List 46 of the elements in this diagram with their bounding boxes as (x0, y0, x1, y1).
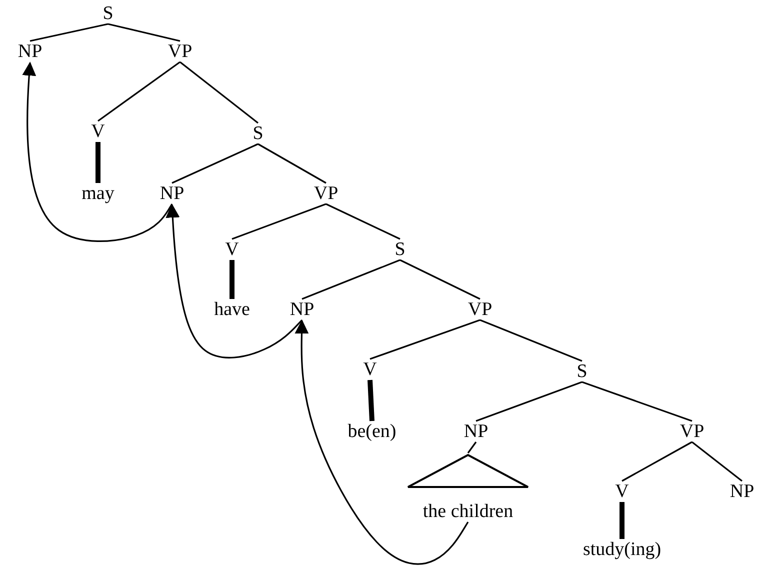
branch-line (180, 61, 258, 124)
branch-line (368, 380, 374, 422)
branch-line (400, 259, 480, 300)
word-label: study(ing) (582, 540, 662, 559)
branch-line (326, 203, 400, 240)
branch-line (232, 203, 326, 240)
category-label: VP (680, 422, 704, 441)
branch-line (98, 61, 180, 122)
movement-arrow (166, 204, 303, 358)
category-label: S (394, 240, 406, 259)
category-label: V (615, 482, 629, 501)
category-label: S (252, 124, 264, 143)
category-label: VP (468, 300, 492, 319)
category-label: VP (314, 184, 338, 203)
movement-arrow (294, 320, 469, 565)
triangle-phrase: the children (406, 454, 530, 521)
movement-arrow (22, 62, 173, 242)
branch-line (620, 502, 624, 539)
word-label: be(en) (348, 422, 396, 441)
branch-line (480, 319, 582, 362)
branch-line (230, 260, 234, 299)
category-label: S (102, 4, 114, 23)
branch-line (258, 143, 326, 184)
branch-line (302, 259, 400, 300)
category-label: S (576, 362, 588, 381)
branch-line (370, 319, 480, 360)
branch-line (96, 142, 100, 183)
branch-line (30, 23, 108, 42)
category-label: VP (168, 42, 192, 61)
branch-line (108, 23, 180, 42)
category-label: NP (290, 300, 314, 319)
category-label: NP (18, 42, 42, 61)
category-label: V (363, 360, 377, 379)
branch-line (582, 381, 692, 422)
branch-line (467, 442, 477, 454)
branch-line (476, 381, 582, 422)
category-label: V (225, 240, 239, 259)
category-label: NP (730, 482, 754, 501)
word-label: have (214, 300, 250, 319)
category-label: NP (160, 184, 184, 203)
category-label: NP (464, 422, 488, 441)
category-label: V (91, 122, 105, 141)
branch-line (692, 441, 742, 482)
word-label: may (82, 184, 114, 203)
branch-line (172, 143, 258, 184)
branch-line (622, 441, 692, 482)
